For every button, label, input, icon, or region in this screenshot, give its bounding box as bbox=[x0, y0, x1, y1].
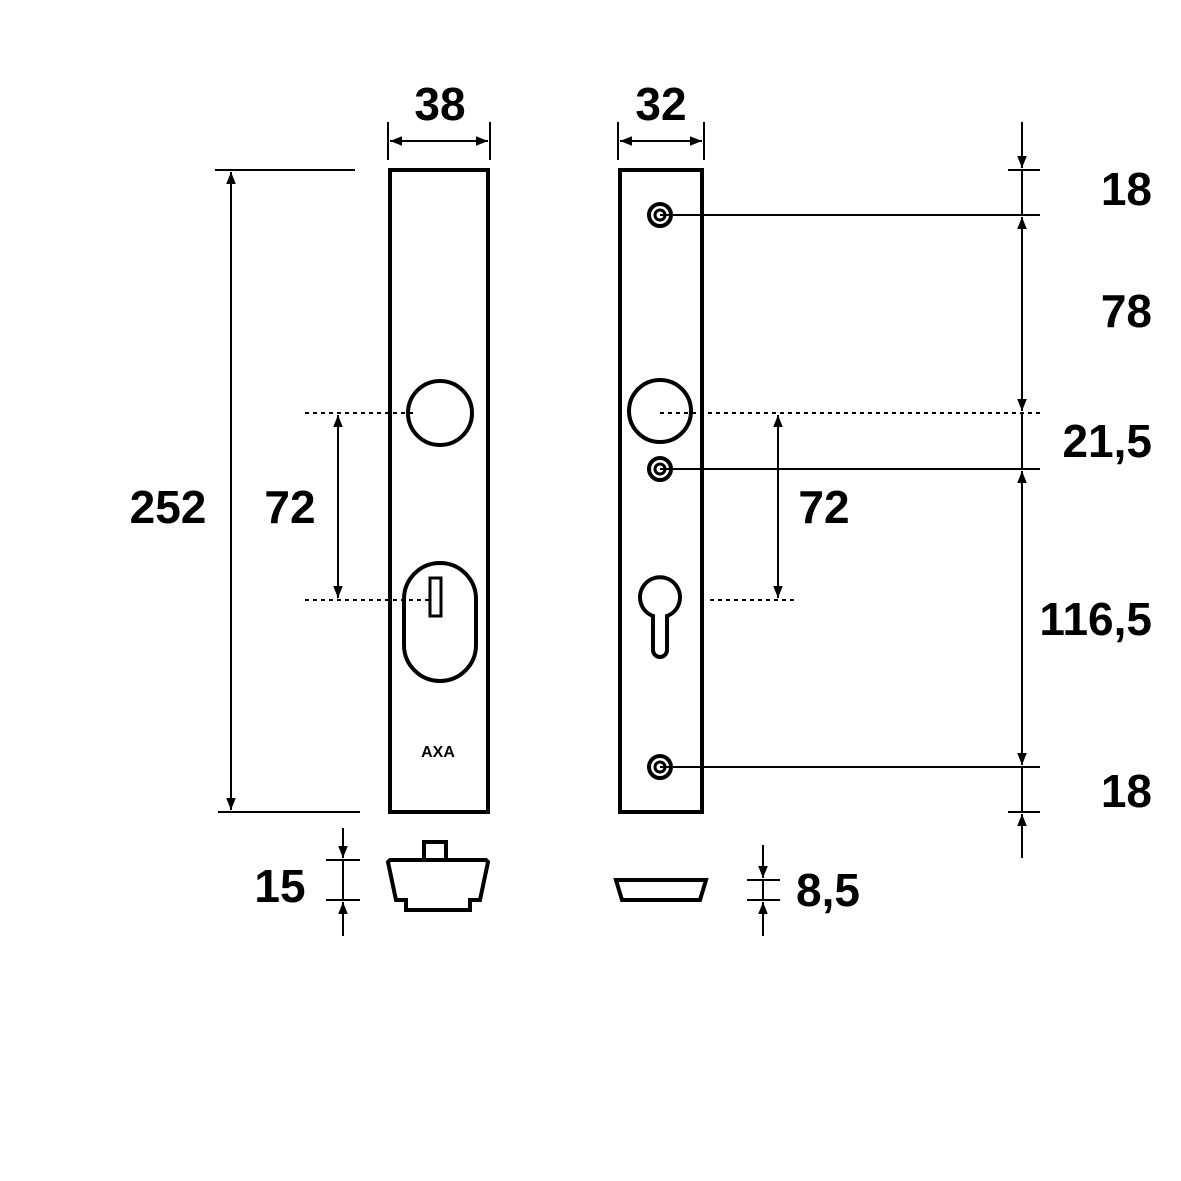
front-cylinder-slot bbox=[428, 576, 443, 618]
front-handle-hole bbox=[406, 379, 474, 447]
dimension-lines bbox=[215, 122, 1040, 936]
back-keyhole bbox=[638, 575, 682, 659]
dim-screw-to-handle: 78 bbox=[1101, 285, 1152, 337]
front-cylinder-cover bbox=[402, 561, 478, 683]
back-plate-outline bbox=[618, 168, 704, 814]
brand-logo: AXA bbox=[421, 744, 455, 761]
dim-plate-height: 252 bbox=[130, 481, 207, 533]
front-plate-profile bbox=[385, 840, 491, 912]
dim-back-thickness: 8,5 bbox=[796, 864, 860, 916]
front-plate bbox=[388, 168, 490, 814]
dim-front-width: 38 bbox=[414, 78, 465, 130]
dim-bottom-screw-to-bottom: 18 bbox=[1101, 765, 1152, 817]
back-handle-hole bbox=[627, 378, 693, 444]
dim-top-to-screw: 18 bbox=[1101, 163, 1152, 215]
dim-back-handle-to-cylinder: 72 bbox=[798, 481, 849, 533]
back-plate bbox=[618, 168, 704, 814]
dim-front-handle-to-cylinder: 72 bbox=[264, 481, 315, 533]
back-plate-profile bbox=[613, 878, 709, 902]
dim-screw-to-bottom-screw: 116,5 bbox=[1039, 593, 1152, 645]
dim-back-width: 32 bbox=[635, 78, 686, 130]
front-plate-outline bbox=[388, 168, 490, 814]
dim-handle-to-screw: 21,5 bbox=[1062, 415, 1152, 467]
dim-front-thickness: 15 bbox=[254, 860, 305, 912]
